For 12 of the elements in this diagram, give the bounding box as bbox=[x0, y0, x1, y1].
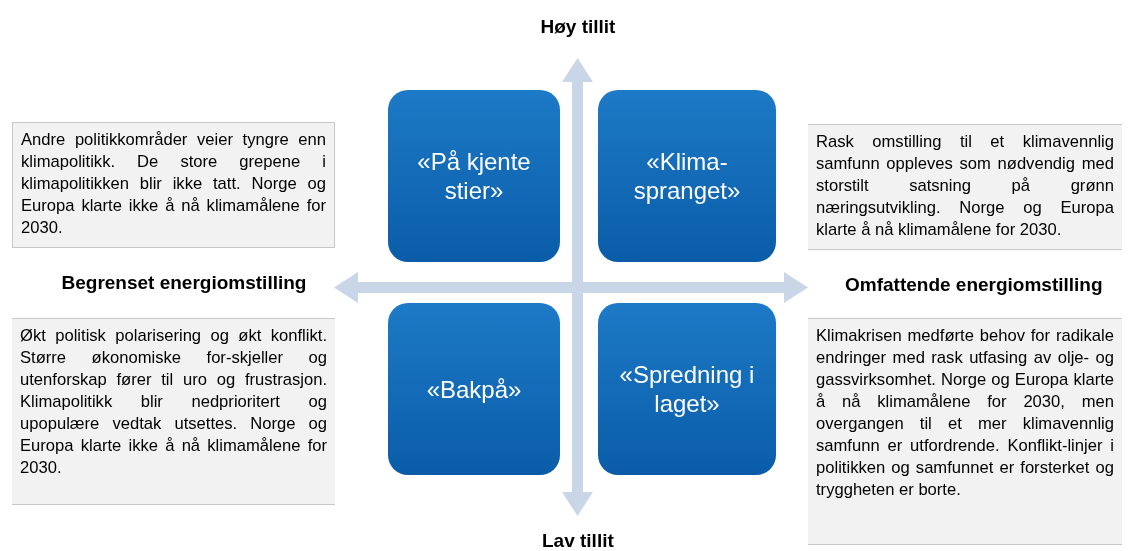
axis-label: Høy tillit bbox=[540, 16, 616, 38]
scenario-box: «Klima-spranget» bbox=[598, 90, 776, 262]
description-box: Andre politikkområder veier tyngre enn klimapolitikk. De store grepene i klimapolitikken blir ikke tatt. Norge og Europa klarte ikke å nå klimamålene for 2030. bbox=[12, 122, 335, 248]
scenario-box: «Bakpå» bbox=[388, 303, 560, 475]
scenario-box: «Spredning i laget» bbox=[598, 303, 776, 475]
axis-label: Begrenset energiomstilling bbox=[61, 272, 307, 294]
axis-label: Lav tillit bbox=[542, 530, 614, 551]
description-box: Økt politisk polarisering og økt konflikt. Større økonomiske for-skjeller og utenforskap fører til uro og frustrasjon. Klimapolitikk blir nedprioritert og upopulære vedtak utsettes. Norge og Europa klarte ikke å nå klimamålene for 2030. bbox=[12, 318, 335, 505]
description-box: Klimakrisen medførte behov for radikale endringer med rask utfasing av olje- og gassvirksomhet. Norge og Europa klarte å nå klimamålene for 2030, men overgangen til et mer klimavennlig samfunn er utfordrende. Konflikt-linjer i politikken og samfunnet er forsterket og tryggheten er borte. bbox=[808, 318, 1122, 545]
scenario-box: «På kjente stier» bbox=[388, 90, 560, 262]
axis-label: Omfattende energiomstilling bbox=[845, 274, 1103, 296]
description-box: Rask omstilling til et klimavennlig samfunn oppleves som nødvendig med storstilt satsning på grønn næringsutvikling. Norge og Europa klarte å nå klimamålene for 2030. bbox=[808, 124, 1122, 250]
